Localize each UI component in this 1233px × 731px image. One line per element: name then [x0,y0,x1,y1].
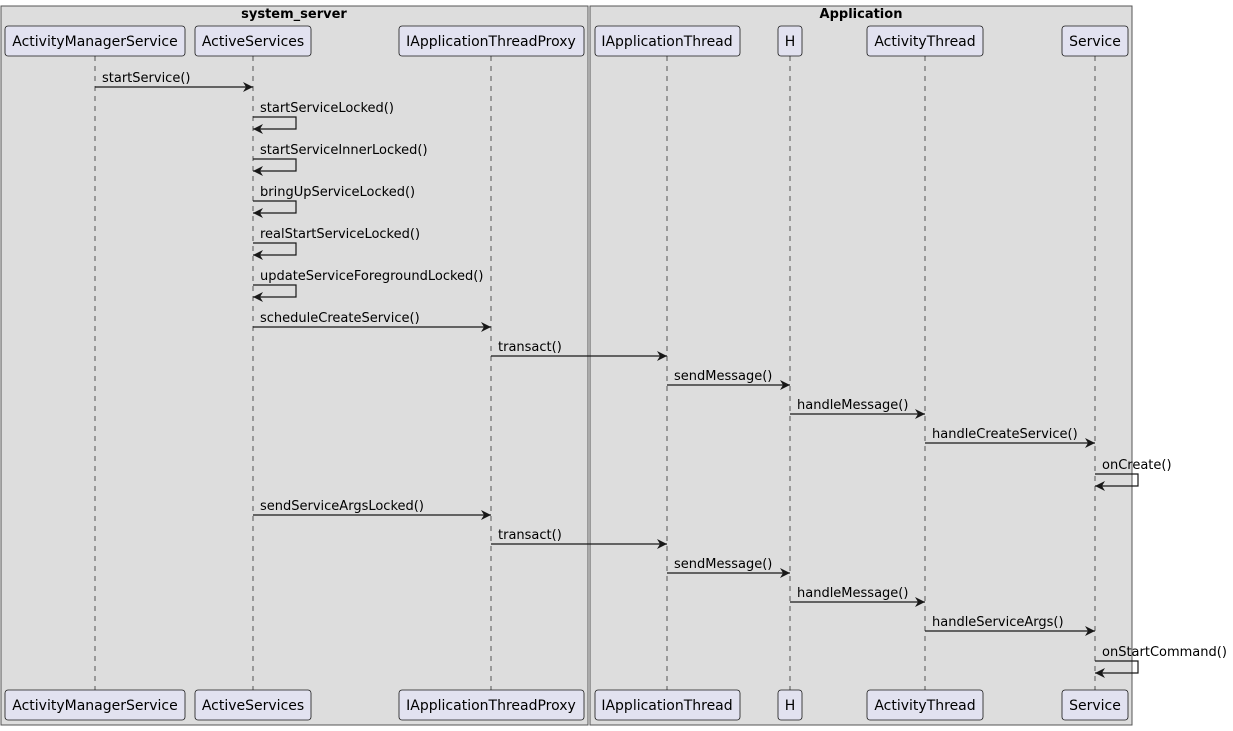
participant-at-bottom-label: ActivityThread [874,698,975,714]
message-13-label: sendServiceArgsLocked() [260,499,424,514]
participant-svc-bottom-box [1061,689,1129,721]
participant-iat-top: IApplicationThread [594,25,741,57]
message-3: startServiceInnerLocked() [253,143,428,176]
participant-as-bottom-label: ActiveServices [202,698,304,714]
message-5-arrow [253,242,297,260]
message-5: realStartServiceLocked() [253,227,420,260]
message-4: bringUpServiceLocked() [253,185,415,218]
participant-iat-bottom: IApplicationThread [594,689,741,721]
participant-iatp-top: IApplicationThreadProxy [398,25,585,57]
message-9: sendMessage() [667,369,790,390]
participant-ams-bottom-label: ActivityManagerService [12,698,177,714]
message-17-label: handleServiceArgs() [932,615,1064,630]
participant-iat-top-box [594,25,741,57]
message-10-label: handleMessage() [797,398,908,413]
participant-ams-bottom-box [4,689,186,721]
participant-as-bottom-box [194,689,312,721]
message-15: sendMessage() [667,557,790,578]
message-14: transact() [491,528,667,549]
message-6-arrow [253,284,297,302]
participant-at-top: ActivityThread [866,25,984,57]
message-1: startService() [95,71,253,92]
message-18-arrow [1095,660,1139,678]
messages: startService() startServiceLocked() startS… [95,71,1227,678]
participants-bottom: ActivityManagerService ActiveServices IApp… [4,689,1129,721]
message-10: handleMessage() [790,398,925,419]
message-5-label: realStartServiceLocked() [260,227,420,242]
message-2-label: startServiceLocked() [260,101,394,116]
participant-ams-top-label: ActivityManagerService [12,34,177,50]
participant-iat-top-label: IApplicationThread [601,34,732,50]
participant-as-top-label: ActiveServices [202,34,304,50]
group-application-title: Application [820,7,903,22]
participant-h-top: H [777,25,803,57]
participant-ams-top: ActivityManagerService [4,25,186,57]
group-system-server-box [0,5,589,726]
message-18-label: onStartCommand() [1102,645,1227,660]
participant-iat-bottom-label: IApplicationThread [601,698,732,714]
message-12-label: onCreate() [1102,458,1172,473]
message-16: handleMessage() [790,586,925,607]
participant-at-top-box [866,25,984,57]
participant-as-top-box [194,25,312,57]
participant-at-bottom-box [866,689,984,721]
message-7: scheduleCreateService() [253,311,491,332]
participant-svc-top-box [1061,25,1129,57]
message-9-label: sendMessage() [674,369,772,384]
message-17: handleServiceArgs() [925,615,1095,636]
participant-h-bottom: H [777,689,803,721]
message-7-label: scheduleCreateService() [260,311,420,326]
message-2-arrow [253,116,297,134]
participant-iat-bottom-box [594,689,741,721]
group-system-server-title: system_server [241,7,347,22]
message-11: handleCreateService() [925,427,1095,448]
participant-h-top-label: H [785,34,796,50]
participant-at-top-label: ActivityThread [874,34,975,50]
participant-h-bottom-box [777,689,803,721]
message-15-label: sendMessage() [674,557,772,572]
message-4-label: bringUpServiceLocked() [260,185,415,200]
participant-h-bottom-label: H [785,698,796,714]
message-6-label: updateServiceForegroundLocked() [260,269,483,284]
message-11-label: handleCreateService() [932,427,1078,442]
message-4-arrow [253,200,297,218]
group-application-box [589,5,1133,726]
group-application: Application [589,5,1133,726]
participant-iatp-bottom-box [398,689,585,721]
participant-iatp-bottom: IApplicationThreadProxy [398,689,585,721]
message-18: onStartCommand() [1095,645,1227,678]
message-6: updateServiceForegroundLocked() [253,269,483,302]
participant-as-top: ActiveServices [194,25,312,57]
participant-iatp-bottom-label: IApplicationThreadProxy [406,698,576,714]
participant-iatp-top-label: IApplicationThreadProxy [406,34,576,50]
message-14-label: transact() [498,528,562,543]
participant-svc-bottom-label: Service [1069,698,1121,714]
message-1-label: startService() [102,71,190,86]
participant-at-bottom: ActivityThread [866,689,984,721]
participants-top: ActivityManagerService ActiveServices IApp… [4,25,1129,57]
message-2: startServiceLocked() [253,101,394,134]
message-13: sendServiceArgsLocked() [253,499,491,520]
participant-ams-bottom: ActivityManagerService [4,689,186,721]
message-12-arrow [1095,473,1139,491]
participant-svc-top-label: Service [1069,34,1121,50]
message-16-label: handleMessage() [797,586,908,601]
message-12: onCreate() [1095,458,1172,491]
message-8-label: transact() [498,340,562,355]
participant-h-top-box [777,25,803,57]
message-3-arrow [253,158,297,176]
participant-ams-top-box [4,25,186,57]
participant-as-bottom: ActiveServices [194,689,312,721]
participant-iatp-top-box [398,25,585,57]
group-system-server: system_server [0,5,589,726]
message-8: transact() [491,340,667,361]
message-3-label: startServiceInnerLocked() [260,143,428,158]
participant-svc-top: Service [1061,25,1129,57]
participant-svc-bottom: Service [1061,689,1129,721]
